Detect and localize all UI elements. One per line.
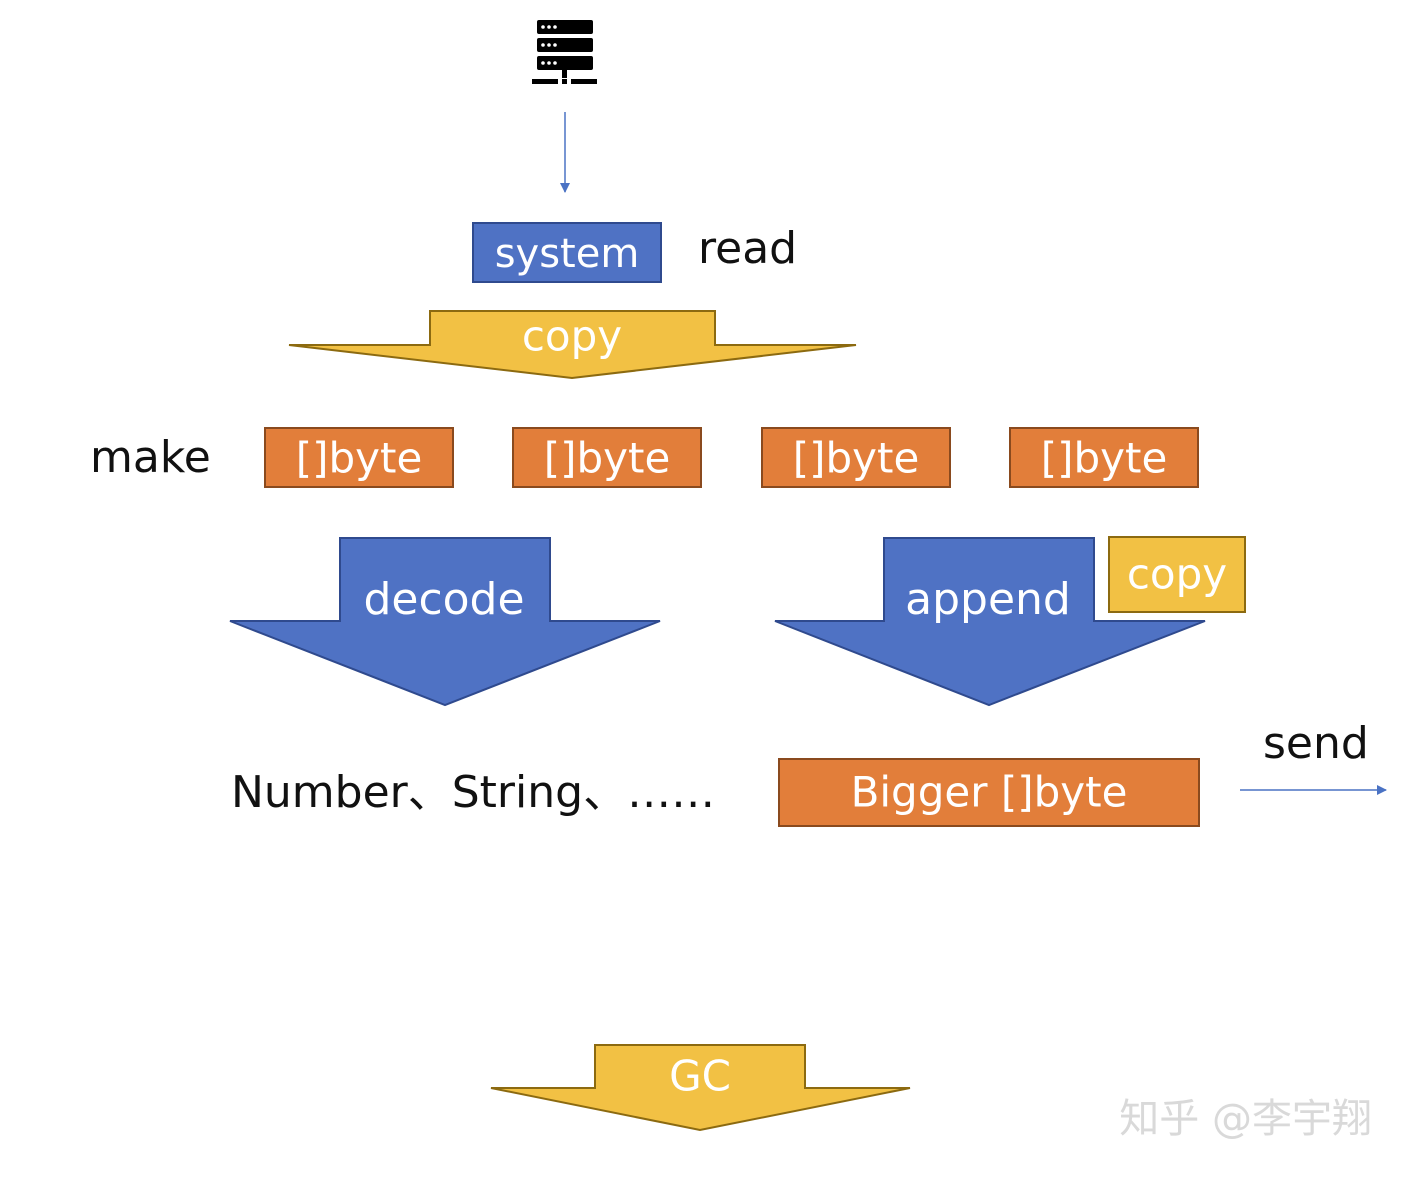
byte-label-4: []byte: [1041, 434, 1168, 483]
copy-tag-box: [1108, 536, 1246, 613]
byte-box-3: [761, 427, 951, 488]
byte-box-4: [1009, 427, 1199, 488]
byte-box-1: [264, 427, 454, 488]
decode-arrow: [229, 537, 661, 707]
copy-tag-label: copy: [1127, 550, 1227, 599]
byte-label-1: []byte: [296, 434, 423, 483]
decode-output-label: Number、String、……: [231, 767, 715, 818]
copy-arrow-label: copy: [522, 312, 622, 361]
watermark: 知乎 @李宇翔: [1119, 1096, 1372, 1142]
make-label: make: [90, 432, 211, 483]
system-label: system: [495, 231, 640, 277]
append-arrow-label: append: [905, 574, 1071, 625]
system-box: [472, 222, 662, 283]
server-icon: [532, 20, 597, 84]
byte-label-2: []byte: [544, 434, 671, 483]
send-label: send: [1263, 718, 1369, 769]
bigger-byte-box: [778, 758, 1200, 827]
decode-arrow-label: decode: [363, 574, 524, 625]
read-label: read: [698, 223, 797, 274]
append-arrow: [774, 537, 1206, 707]
gc-arrow: [490, 1044, 911, 1132]
bigger-byte-label: Bigger []byte: [851, 768, 1128, 817]
byte-label-3: []byte: [793, 434, 920, 483]
copy-arrow: [288, 310, 857, 380]
gc-arrow-label: GC: [669, 1052, 731, 1101]
byte-box-2: [512, 427, 702, 488]
